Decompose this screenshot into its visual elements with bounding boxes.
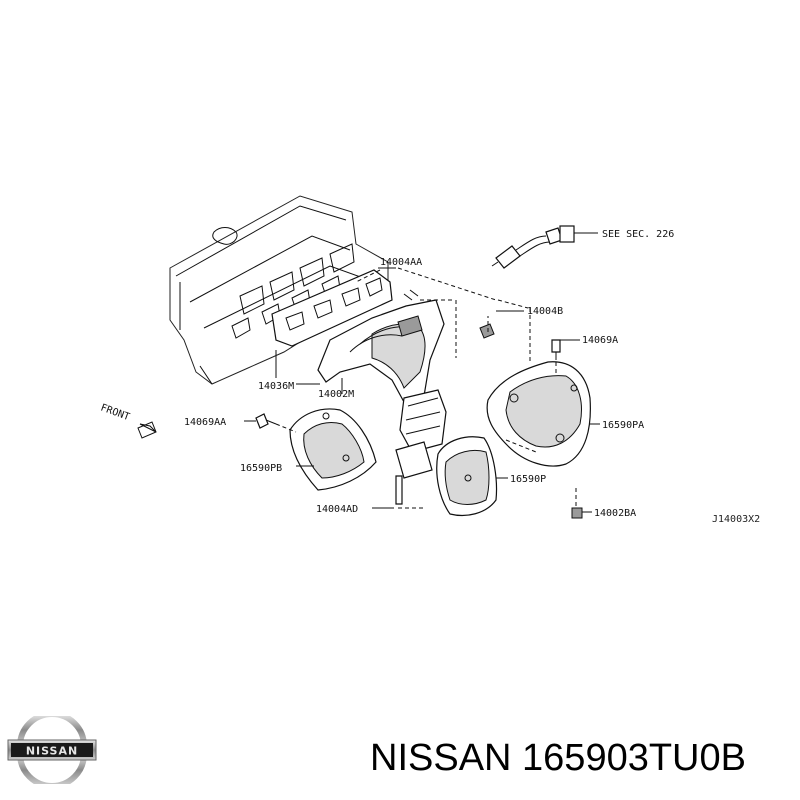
manifold-gasket (271, 269, 393, 347)
label-14036M: 14036M (258, 381, 294, 392)
label-see-sec: SEE SEC. 226 (602, 229, 674, 240)
label-16590P: 16590P (510, 474, 546, 485)
label-14004AA: 14004AA (380, 257, 422, 268)
heat-insulator-left (289, 408, 377, 491)
label-14069AA: 14069AA (184, 417, 226, 428)
oxygen-sensor (491, 225, 575, 269)
part-title: NISSAN 165903TU0B (370, 737, 746, 779)
label-14069A: 14069A (582, 335, 618, 346)
fasteners (255, 289, 583, 519)
label-14002M: 14002M (318, 389, 354, 400)
label-front: FRONT (99, 402, 131, 423)
label-16590PA: 16590PA (602, 420, 644, 431)
exhaust-manifold (317, 299, 447, 479)
label-16590PB: 16590PB (240, 463, 282, 474)
nissan-logo: NISSAN (7, 716, 97, 784)
label-ref-code: J14003X2 (712, 514, 760, 525)
label-14004AD: 14004AD (316, 504, 358, 515)
leader-lines (244, 232, 600, 513)
heat-insulator-upper (486, 361, 591, 467)
label-14002BA: 14002BA (594, 508, 636, 519)
front-arrow (137, 421, 157, 439)
logo-wordmark: NISSAN (26, 745, 78, 758)
label-14004B: 14004B (527, 306, 563, 317)
heat-insulator-lower (436, 436, 498, 517)
